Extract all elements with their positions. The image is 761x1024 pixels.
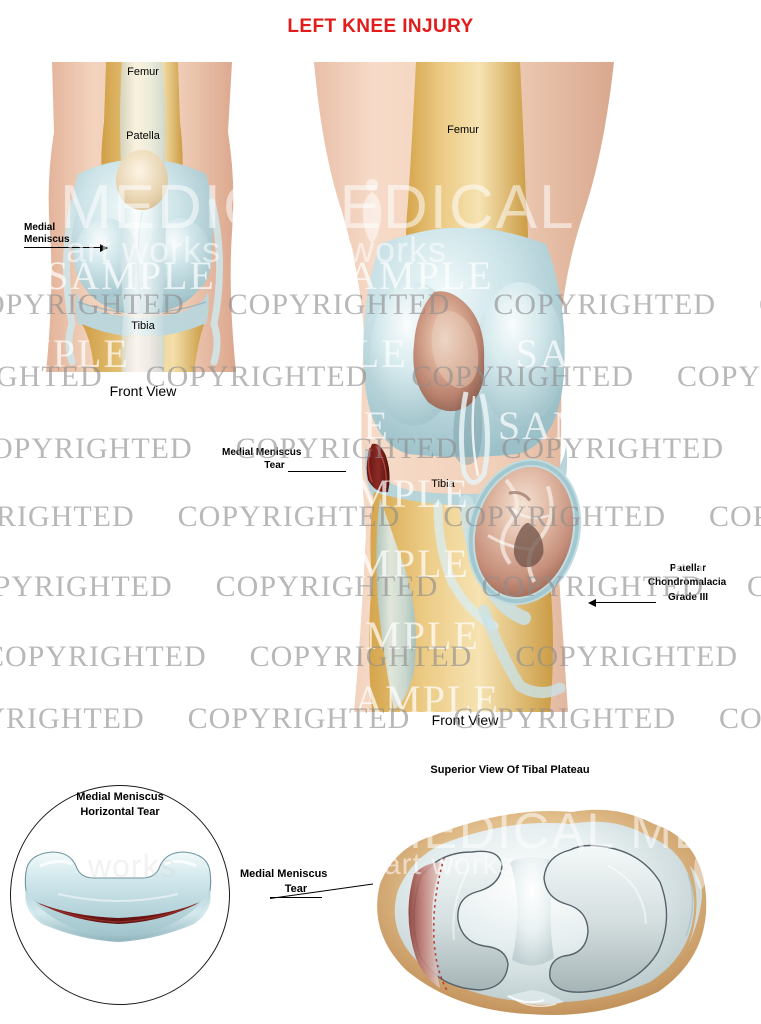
leader-medial-meniscus	[24, 247, 102, 249]
caption-front-view-large: Front View	[431, 712, 499, 728]
arrowhead-medial-meniscus	[100, 244, 108, 252]
label-medial-meniscus-line1: Medial	[24, 222, 56, 233]
figure-front-view-small	[22, 62, 262, 372]
label-meniscus-tear-line1: Medial Meniscus	[222, 447, 302, 458]
label-plateau-tear-underline	[270, 897, 322, 899]
watermark-copyright-text: COPYRIGHTED	[719, 702, 761, 735]
label-meniscus-tear-line2: Tear	[264, 460, 285, 471]
title-tibial-plateau: Superior View Of Tibal Plateau	[430, 764, 590, 776]
label-inset-line2: Horizontal Tear	[80, 806, 160, 818]
watermark-copyright-text: COPYRIGHTED	[0, 432, 193, 465]
label-femur-large: Femur	[447, 124, 479, 136]
figure-meniscus-inset-art	[18, 840, 218, 950]
label-chondromalacia-line2: Chondromalacia	[647, 577, 727, 588]
watermark-copyright-text: COPYRIGHTED	[677, 360, 761, 393]
figure-front-view-large	[288, 62, 638, 712]
label-chondromalacia-line1: Patellar	[669, 563, 707, 574]
label-plateau-tear-line2: Tear	[284, 883, 308, 895]
label-plateau-tear-line1: Medial Meniscus	[240, 868, 328, 880]
label-chondromalacia-line3: Grade III	[667, 592, 708, 603]
watermark-copyright-text: COPYRIGHTED	[0, 702, 145, 735]
watermark-copyright-text: COPYRIGHTED	[709, 500, 761, 533]
label-medial-meniscus-line2: Meniscus	[24, 234, 70, 245]
watermark-copyright-text: COPYRIGHTED	[0, 570, 173, 603]
label-tibia-small: Tibia	[131, 320, 155, 332]
caption-front-view-small: Front View	[109, 383, 177, 399]
label-patella-small: Patella	[126, 130, 160, 142]
arrowhead-chondromalacia	[588, 599, 596, 607]
watermark-copyright-text: COPYRIGHTED	[0, 640, 207, 673]
label-inset-line1: Medial Meniscus	[76, 791, 164, 803]
leader-chondromalacia	[596, 602, 656, 604]
label-femur-small: Femur	[127, 66, 159, 78]
figure-tibial-plateau-art	[358, 800, 758, 1024]
watermark-copyright-text: COPYRIGHTED	[0, 500, 135, 533]
page-title: LEFT KNEE INJURY	[287, 16, 474, 37]
leader-meniscus-tear	[288, 471, 346, 473]
label-tibia-large: Tibia	[431, 478, 455, 490]
